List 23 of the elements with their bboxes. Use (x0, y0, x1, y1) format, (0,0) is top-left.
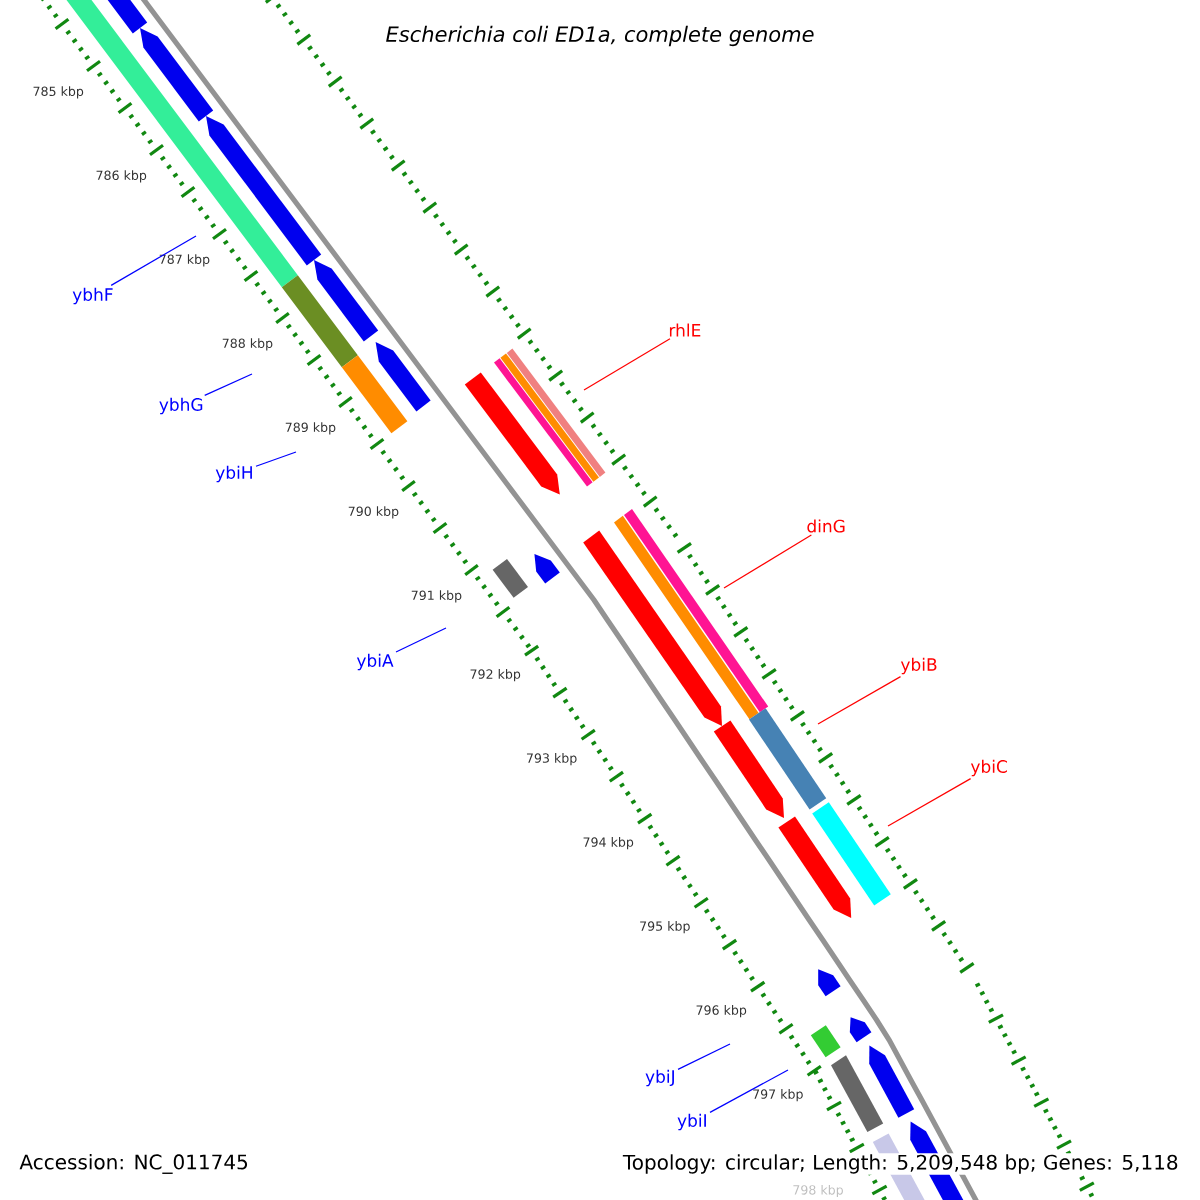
leader-line (817, 676, 902, 725)
gene-label: rhlE (669, 323, 701, 337)
gene-label: ybiH (215, 465, 252, 483)
gene-label: ybiI (677, 1113, 706, 1131)
title: Escherichia coli ED1a, complete genome (386, 25, 814, 47)
leader-line (255, 451, 297, 467)
gene-label: ybiC (970, 759, 1007, 777)
accession-text: Accession: NC_011745 (18, 1153, 250, 1175)
leader-line (583, 338, 671, 391)
leader-line (110, 235, 197, 286)
leader-line (723, 534, 812, 589)
leader-line (709, 1069, 789, 1113)
leader-line (677, 1043, 731, 1070)
leader-line (395, 627, 447, 653)
genome-info-text: Topology: circular; Length: 5,209,548 bp; Genes: 5,118 (621, 1153, 1180, 1175)
leader-line (887, 778, 972, 827)
gene-label: ybiB (900, 657, 937, 675)
gene-label: dinG (807, 519, 845, 533)
gene-label: ybhF (72, 287, 113, 305)
gene-label: ybhG (159, 397, 203, 415)
gene-label: ybiA (356, 653, 394, 671)
leader-line (204, 373, 253, 396)
gene-label: ybiJ (645, 1069, 674, 1087)
